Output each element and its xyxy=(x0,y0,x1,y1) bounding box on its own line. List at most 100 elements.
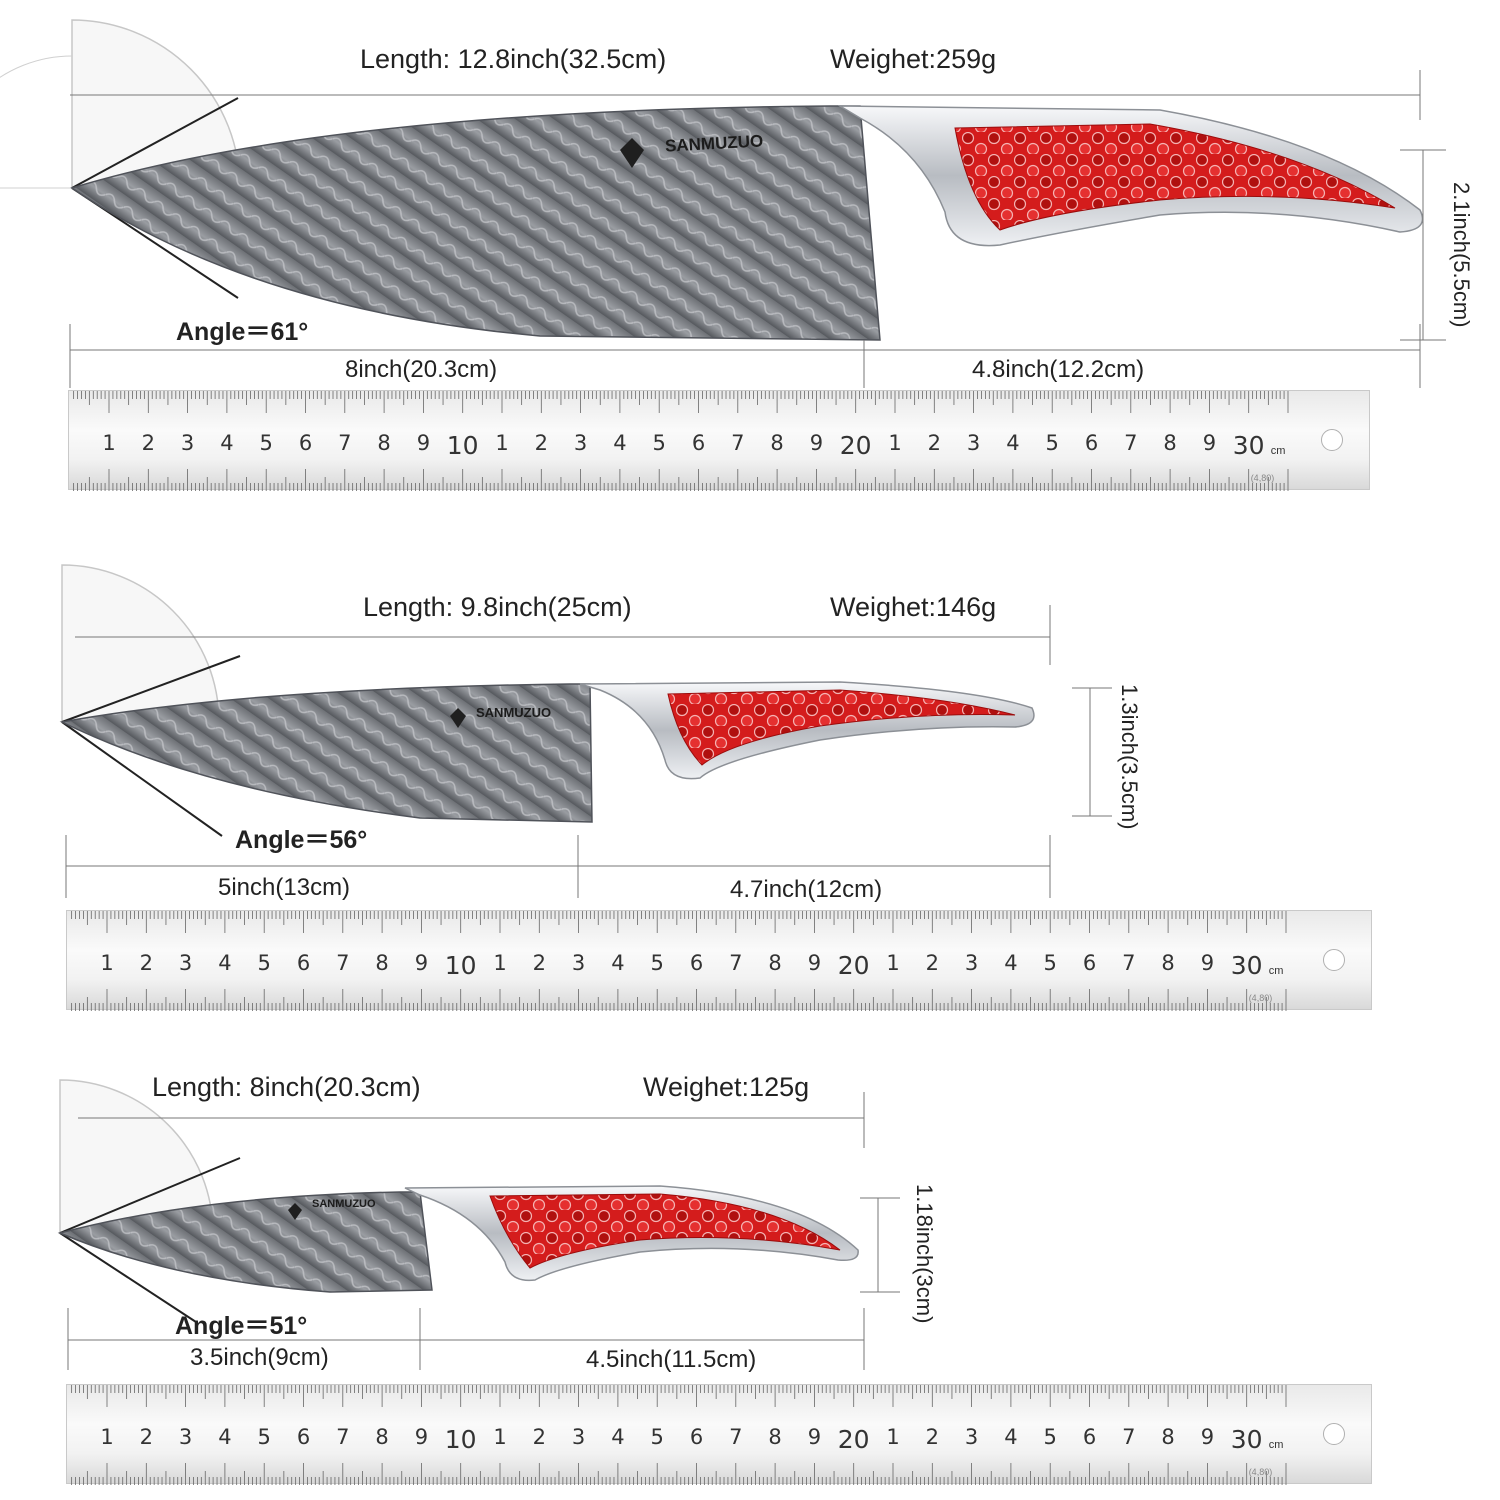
ruler-number: 7 xyxy=(338,431,352,455)
ruler-number: 6 xyxy=(691,431,706,455)
ruler-number: 7 xyxy=(729,1425,743,1449)
knife-1-blade-length: 8inch(20.3cm) xyxy=(345,356,498,383)
ruler-number: 6 xyxy=(1082,1425,1097,1449)
ruler-number: 8 xyxy=(1163,431,1177,455)
ruler-number: 2 xyxy=(925,951,939,975)
ruler-hole xyxy=(1323,1423,1345,1445)
ruler-tag: (4,80) xyxy=(1248,1467,1273,1477)
knife-1-height: 2.1inch(5.5cm) xyxy=(1449,182,1474,328)
ruler-number: 20 xyxy=(837,1425,870,1454)
ruler-number: 8 xyxy=(768,951,782,975)
ruler-number: 3 xyxy=(180,431,195,455)
ruler-number: 30 xyxy=(1230,1425,1263,1454)
ruler-number: 1 xyxy=(886,1425,900,1449)
knife-3-handle-length: 4.5inch(11.5cm) xyxy=(586,1346,757,1373)
brand-name: SANMUZUO xyxy=(476,705,552,720)
ruler-number: 9 xyxy=(414,1425,429,1449)
knife-2-angle: Angle＝56° xyxy=(235,826,368,854)
ruler-number: 8 xyxy=(377,431,391,455)
ruler-number: 2 xyxy=(141,431,155,455)
ruler-number: 5 xyxy=(1043,951,1057,975)
ruler-number: 1 xyxy=(886,951,900,975)
ruler-number: 4 xyxy=(218,951,232,975)
ruler-number: 5 xyxy=(257,1425,271,1449)
ruler-number: 9 xyxy=(414,951,429,975)
ruler-unit: cm xyxy=(1270,445,1286,457)
ruler-ticks xyxy=(73,391,1289,491)
ruler-number: 2 xyxy=(532,951,546,975)
ruler-number: 3 xyxy=(178,951,193,975)
ruler-ticks xyxy=(71,1385,1287,1485)
ruler-number: 5 xyxy=(650,951,664,975)
ruler-number: 30 xyxy=(1232,431,1265,460)
knife-2-length: Length: 9.8inch(25cm) xyxy=(363,592,632,622)
knife-2-height: 1.3inch(3.5cm) xyxy=(1117,684,1142,830)
knife-3 xyxy=(57,1079,900,1370)
ruler-number: 7 xyxy=(731,431,745,455)
protractor-icon xyxy=(61,564,220,723)
knife-1-weight: Weighet:259g xyxy=(830,44,997,74)
ruler-number: 9 xyxy=(1200,951,1215,975)
ruler-number: 8 xyxy=(375,1425,389,1449)
ruler-number: 20 xyxy=(837,951,870,980)
ruler-number: 8 xyxy=(1161,1425,1175,1449)
ruler-number: 3 xyxy=(966,431,981,455)
ruler-unit: cm xyxy=(1268,965,1284,977)
ruler-unit: cm xyxy=(1268,1439,1284,1451)
ruler-number: 9 xyxy=(809,431,824,455)
ruler-tag: (4,80) xyxy=(1248,993,1273,1003)
ruler-number: 6 xyxy=(298,431,313,455)
ruler-number: 20 xyxy=(839,431,872,460)
knife-1-handle-length: 4.8inch(12.2cm) xyxy=(972,356,1145,383)
ruler-number: 8 xyxy=(770,431,784,455)
ruler-number: 9 xyxy=(1202,431,1217,455)
ruler-number: 7 xyxy=(336,1425,350,1449)
ruler-number: 4 xyxy=(1006,431,1020,455)
ruler-number: 7 xyxy=(336,951,350,975)
ruler-number: 10 xyxy=(446,431,479,460)
ruler-tag: (4,80) xyxy=(1250,473,1275,483)
ruler-number: 4 xyxy=(1004,1425,1018,1449)
ruler-number: 4 xyxy=(220,431,234,455)
ruler-number: 7 xyxy=(1124,431,1138,455)
knife-1-angle: Angle＝61° xyxy=(176,318,309,346)
ruler-number: 1 xyxy=(493,1425,507,1449)
ruler-number: 2 xyxy=(927,431,941,455)
ruler-number: 8 xyxy=(1161,951,1175,975)
ruler-number: 4 xyxy=(611,951,625,975)
ruler-number: 7 xyxy=(1122,1425,1136,1449)
ruler-number: 5 xyxy=(652,431,666,455)
ruler-number: 7 xyxy=(1122,951,1136,975)
ruler-number: 6 xyxy=(1082,951,1097,975)
ruler-number: 1 xyxy=(100,1425,114,1449)
ruler-number: 4 xyxy=(611,1425,625,1449)
ruler-number: 9 xyxy=(416,431,431,455)
ruler-number: 6 xyxy=(296,951,311,975)
ruler-number: 2 xyxy=(139,1425,153,1449)
brand-logo-icon xyxy=(288,138,644,1220)
ruler-number: 6 xyxy=(296,1425,311,1449)
ruler-number: 2 xyxy=(925,1425,939,1449)
ruler-number: 5 xyxy=(1045,431,1059,455)
ruler-number: 5 xyxy=(650,1425,664,1449)
ruler-ticks xyxy=(71,911,1287,1011)
knife-3-height: 1.18inch(3cm) xyxy=(912,1184,937,1324)
ruler-hole xyxy=(1321,429,1343,451)
ruler-number: 9 xyxy=(807,1425,822,1449)
ruler-number: 2 xyxy=(534,431,548,455)
ruler-number: 4 xyxy=(1004,951,1018,975)
ruler-number: 3 xyxy=(571,951,586,975)
ruler-number: 5 xyxy=(259,431,273,455)
knife-3-angle: Angle＝51° xyxy=(175,1312,308,1340)
ruler-number: 3 xyxy=(571,1425,586,1449)
knife-2-weight: Weighet:146g xyxy=(830,592,997,622)
ruler-number: 1 xyxy=(888,431,902,455)
ruler-number: 6 xyxy=(689,951,704,975)
ruler-number: 4 xyxy=(613,431,627,455)
ruler-number: 3 xyxy=(573,431,588,455)
ruler-number: 2 xyxy=(139,951,153,975)
ruler-number: 1 xyxy=(493,951,507,975)
ruler-number: 8 xyxy=(375,951,389,975)
